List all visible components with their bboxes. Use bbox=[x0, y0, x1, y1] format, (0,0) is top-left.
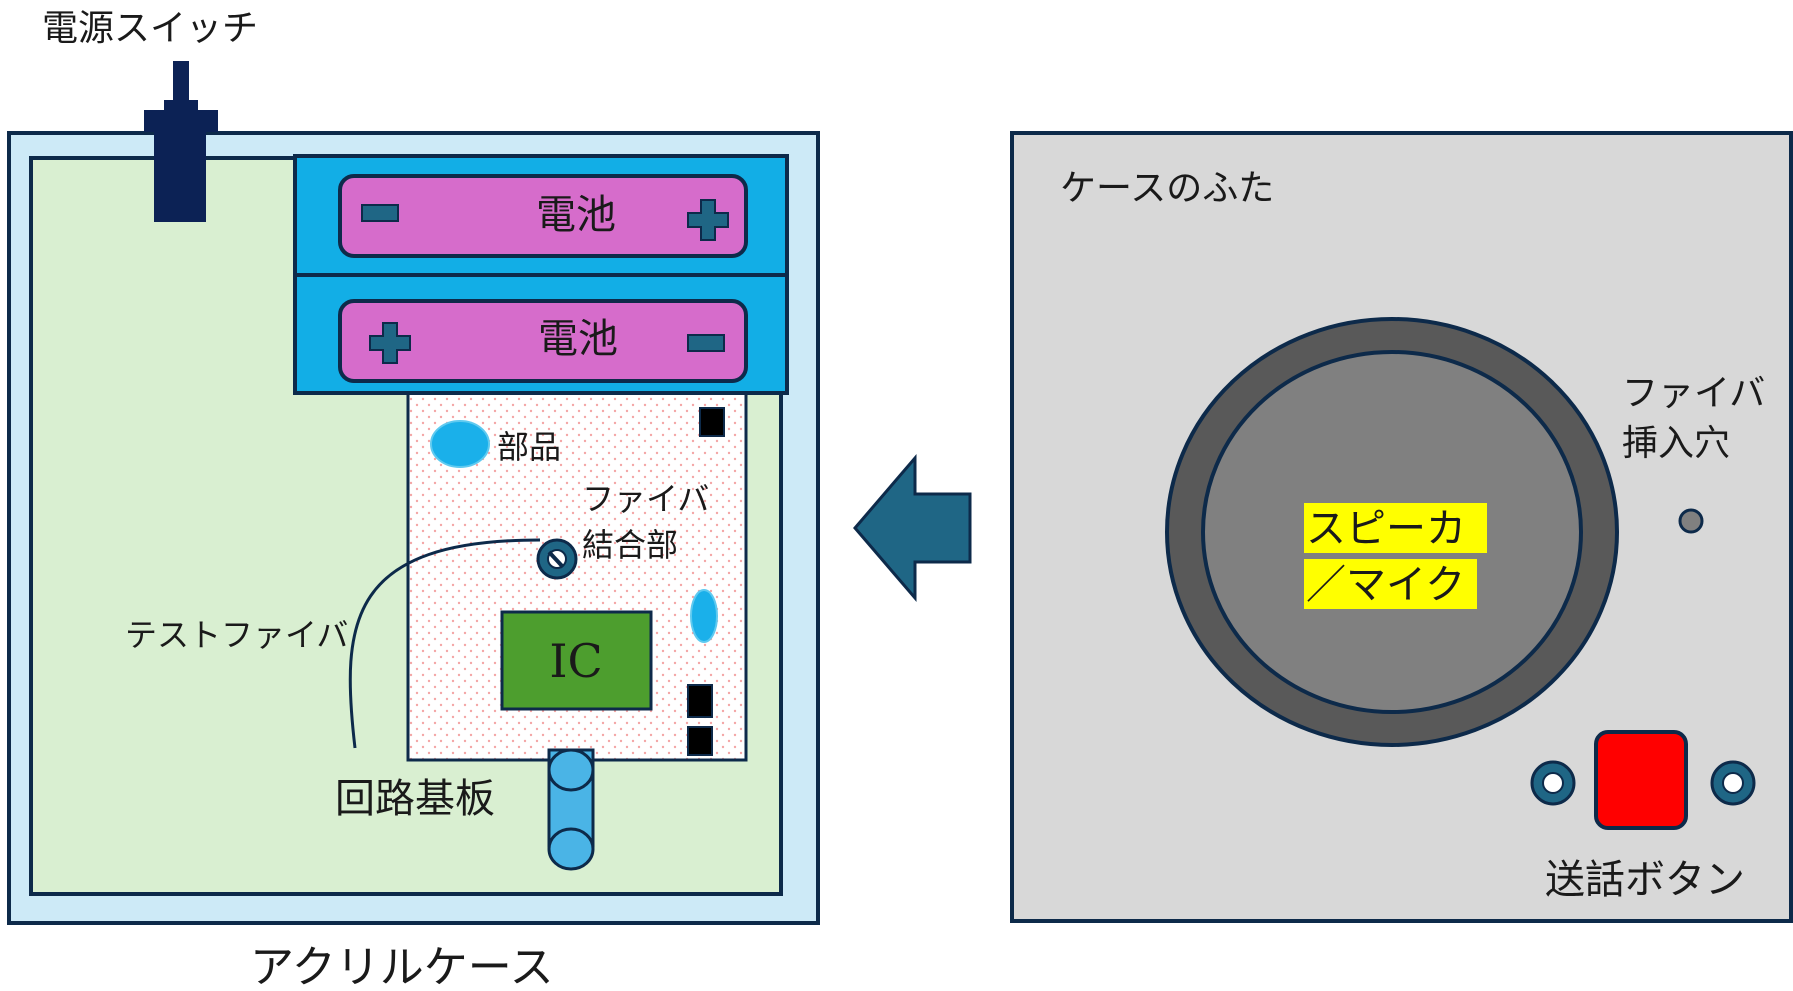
battery-top bbox=[338, 174, 748, 258]
fiber-joint-label-2: 結合部 bbox=[582, 526, 678, 564]
chip-top-right bbox=[699, 407, 725, 437]
plus-icon bbox=[687, 199, 729, 241]
battery-bottom-label: 電池 bbox=[538, 316, 618, 362]
component-side-ellipse bbox=[690, 589, 718, 643]
fiber-joint-label-1: ファイバ bbox=[582, 480, 709, 518]
ic-label: IC bbox=[549, 634, 602, 688]
test-fiber-label: テストファイバ bbox=[125, 616, 348, 654]
fiber-insertion-hole[interactable] bbox=[1678, 508, 1704, 534]
fiber-joint-slash bbox=[547, 550, 565, 569]
speaker-highlight-1 bbox=[1304, 503, 1487, 553]
speaker-highlight-2 bbox=[1304, 559, 1477, 609]
fiber-hole-label-1: ファイバ bbox=[1622, 373, 1765, 414]
talk-button-group bbox=[1530, 730, 1756, 830]
talk-button-label: 送話ボタン bbox=[1545, 857, 1745, 903]
chip-lower-2 bbox=[687, 726, 713, 756]
circuit-board-label: 回路基板 bbox=[335, 776, 495, 822]
minus-icon bbox=[687, 334, 725, 352]
battery-holder bbox=[293, 154, 789, 395]
ic-chip bbox=[500, 610, 653, 711]
speaker-label-1: スピーカ bbox=[1306, 506, 1466, 552]
cylinder-component bbox=[547, 748, 595, 871]
power-switch-label: 電源スイッチ bbox=[42, 8, 258, 49]
power-switch[interactable] bbox=[144, 61, 218, 222]
talk-button[interactable] bbox=[1594, 730, 1688, 830]
battery-top-label: 電池 bbox=[536, 192, 616, 238]
circuit-board bbox=[406, 383, 748, 762]
case-lid-label: ケースのふた bbox=[1060, 168, 1274, 209]
chip-lower-1 bbox=[687, 684, 713, 718]
test-fiber bbox=[348, 538, 541, 749]
plus-icon bbox=[369, 322, 411, 364]
minus-icon bbox=[361, 204, 399, 222]
speaker-mic bbox=[1165, 317, 1619, 747]
component-part-ellipse bbox=[430, 420, 490, 468]
battery-bottom bbox=[338, 299, 748, 383]
left-arrow-icon bbox=[853, 453, 972, 603]
fiber-hole-label-2: 挿入穴 bbox=[1622, 423, 1730, 464]
speaker-label-2: ／マイク bbox=[1306, 562, 1465, 608]
acrylic-case-label: アクリルケース bbox=[250, 942, 554, 991]
part-label: 部品 bbox=[497, 428, 561, 466]
